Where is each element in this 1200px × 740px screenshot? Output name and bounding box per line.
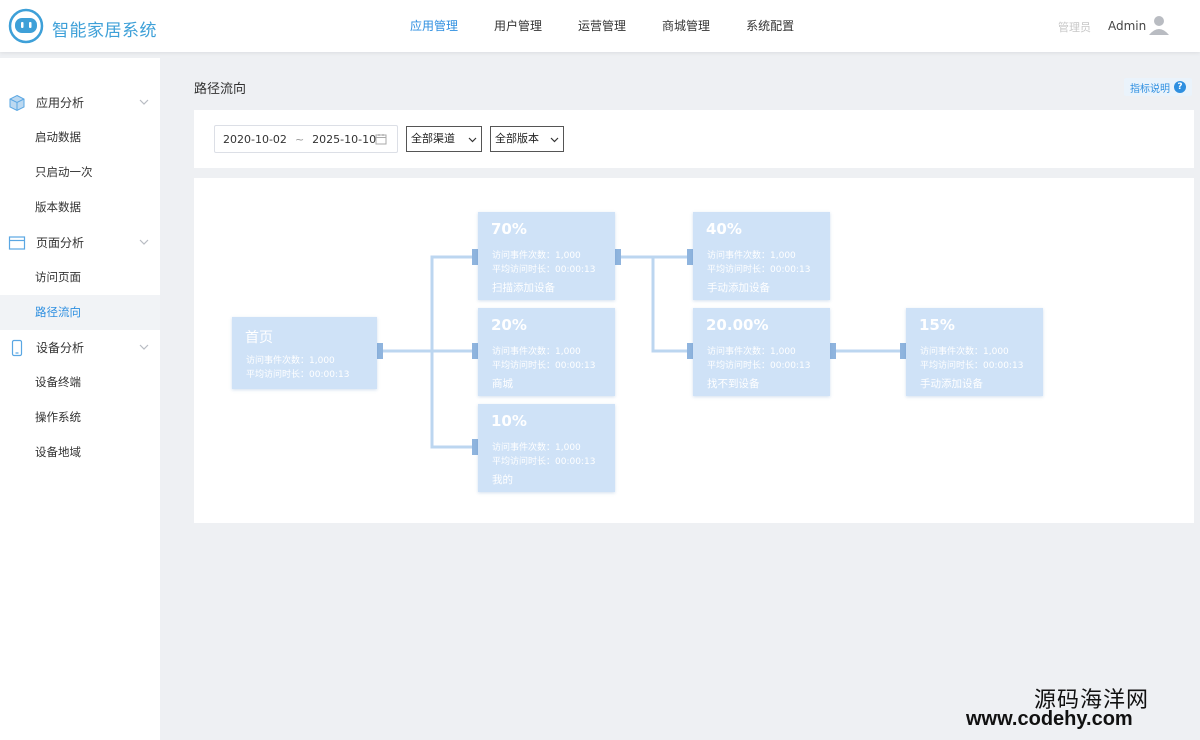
chevron-down-icon (139, 99, 149, 105)
nav-app-management[interactable]: 应用管理 (410, 19, 459, 33)
node-visits: 访问事件次数：1,000 (246, 356, 335, 366)
sidebar-item-single-launch[interactable]: 只启动一次 (35, 165, 93, 179)
node-page-name: 找不到设备 (707, 378, 760, 390)
flow-node-manual-add-device-final[interactable]: 15% 访问事件次数：1,000 平均访问时长：00:00:13 手动添加设备 (906, 308, 1043, 396)
node-page-name: 手动添加设备 (920, 378, 983, 390)
chevron-down-icon (139, 344, 149, 350)
nav-system-config[interactable]: 系统配置 (746, 19, 795, 33)
sidebar-item-version-data[interactable]: 版本数据 (35, 200, 81, 214)
node-duration: 平均访问时长：00:00:13 (492, 457, 596, 467)
node-visits: 访问事件次数：1,000 (920, 347, 1009, 357)
node-duration: 平均访问时长：00:00:13 (920, 361, 1024, 371)
node-percent: 20% (491, 316, 527, 334)
flow-node-scan-add-device[interactable]: 70% 访问事件次数：1,000 平均访问时长：00:00:13 扫描添加设备 (478, 212, 615, 300)
sidebar-item-device-terminal[interactable]: 设备终端 (35, 375, 81, 389)
sidebar-item-path-flow[interactable]: 路径流向 (0, 295, 160, 330)
filter-bar: 2020-10-02 ~ 2025-10-10 全部渠道 全部版本 (194, 110, 1194, 168)
version-select[interactable]: 全部版本 (490, 126, 564, 152)
sidebar-group-page-analysis[interactable]: 页面分析 (0, 225, 160, 260)
window-icon (8, 235, 26, 250)
sidebar: 应用分析 启动数据 只启动一次 版本数据 页面分析 访问页面 路径流向 设备分析… (0, 58, 160, 740)
flow-connectors (377, 249, 906, 455)
user-name[interactable]: Admin (1108, 19, 1147, 33)
channel-select-value: 全部渠道 (411, 132, 455, 145)
calendar-icon (375, 134, 387, 145)
sidebar-group-device-analysis[interactable]: 设备分析 (0, 330, 160, 365)
sidebar-group-app-analysis[interactable]: 应用分析 (0, 85, 160, 120)
flow-node-home[interactable]: 首页 访问事件次数：1,000 平均访问时长：00:00:13 (232, 317, 377, 389)
node-visits: 访问事件次数：1,000 (492, 443, 581, 453)
date-separator: ~ (294, 132, 305, 146)
date-end: 2025-10-10 (312, 132, 377, 146)
path-flow-card: 首页 访问事件次数：1,000 平均访问时长：00:00:13 70% 访问事件… (194, 178, 1194, 523)
user-role: 管理员 (1058, 21, 1091, 34)
node-visits: 访问事件次数：1,000 (707, 251, 796, 261)
nav-operation-management[interactable]: 运营管理 (578, 19, 627, 33)
nav-user-management[interactable]: 用户管理 (494, 19, 543, 33)
flow-node-mall[interactable]: 20% 访问事件次数：1,000 平均访问时长：00:00:13 商城 (478, 308, 615, 396)
node-page-name: 手动添加设备 (707, 282, 770, 294)
node-page-name: 扫描添加设备 (492, 282, 555, 294)
node-duration: 平均访问时长：00:00:13 (246, 370, 350, 380)
sidebar-group-label: 页面分析 (36, 236, 85, 250)
help-link-label: 指标说明 (1130, 83, 1170, 95)
channel-select[interactable]: 全部渠道 (406, 126, 482, 152)
node-percent: 40% (706, 220, 742, 238)
brand-title: 智能家居系统 (52, 21, 157, 41)
cube-icon (9, 94, 25, 111)
node-duration: 平均访问时长：00:00:13 (492, 361, 596, 371)
node-percent: 15% (919, 316, 955, 334)
top-header: 智能家居系统 应用管理 用户管理 运营管理 商城管理 系统配置 管理员 Admi… (0, 0, 1200, 52)
node-page-name: 商城 (492, 378, 513, 390)
node-duration: 平均访问时长：00:00:13 (707, 265, 811, 275)
chevron-down-icon (468, 137, 477, 143)
user-avatar-icon[interactable] (1148, 14, 1170, 36)
node-visits: 访问事件次数：1,000 (492, 251, 581, 261)
sidebar-item-device-region[interactable]: 设备地域 (35, 445, 81, 459)
nav-mall-management[interactable]: 商城管理 (662, 19, 711, 33)
watermark-text: 源码海洋网 (1034, 688, 1150, 713)
flow-node-device-not-found[interactable]: 20.00% 访问事件次数：1,000 平均访问时长：00:00:13 找不到设… (693, 308, 830, 396)
date-start: 2020-10-02 (223, 132, 287, 146)
sidebar-group-label: 设备分析 (36, 341, 85, 355)
phone-icon (11, 339, 23, 356)
sidebar-item-operating-system[interactable]: 操作系统 (35, 410, 81, 424)
top-nav: 应用管理 用户管理 运营管理 商城管理 系统配置 (392, 0, 812, 52)
metric-help-link[interactable]: 指标说明 ? (1124, 78, 1192, 96)
date-range-picker[interactable]: 2020-10-02 ~ 2025-10-10 (214, 125, 398, 153)
robot-face-logo-icon (8, 8, 44, 44)
chevron-down-icon (550, 137, 559, 143)
chevron-down-icon (139, 239, 149, 245)
sidebar-group-label: 应用分析 (36, 96, 85, 110)
sidebar-item-visited-pages[interactable]: 访问页面 (35, 270, 81, 284)
watermark-url: www.codehy.com (966, 708, 1133, 730)
page-title: 路径流向 (194, 82, 247, 97)
node-duration: 平均访问时长：00:00:13 (707, 361, 811, 371)
flow-node-mine[interactable]: 10% 访问事件次数：1,000 平均访问时长：00:00:13 我的 (478, 404, 615, 492)
node-visits: 访问事件次数：1,000 (492, 347, 581, 357)
sidebar-item-launch-data[interactable]: 启动数据 (35, 130, 81, 144)
node-percent: 10% (491, 412, 527, 430)
node-percent: 20.00% (706, 316, 769, 334)
node-page-name: 我的 (492, 474, 513, 486)
version-select-value: 全部版本 (495, 132, 539, 145)
question-icon: ? (1174, 81, 1186, 93)
node-visits: 访问事件次数：1,000 (707, 347, 796, 357)
node-title: 首页 (245, 330, 273, 346)
node-duration: 平均访问时长：00:00:13 (492, 265, 596, 275)
node-percent: 70% (491, 220, 527, 238)
flow-node-manual-add-device[interactable]: 40% 访问事件次数：1,000 平均访问时长：00:00:13 手动添加设备 (693, 212, 830, 300)
